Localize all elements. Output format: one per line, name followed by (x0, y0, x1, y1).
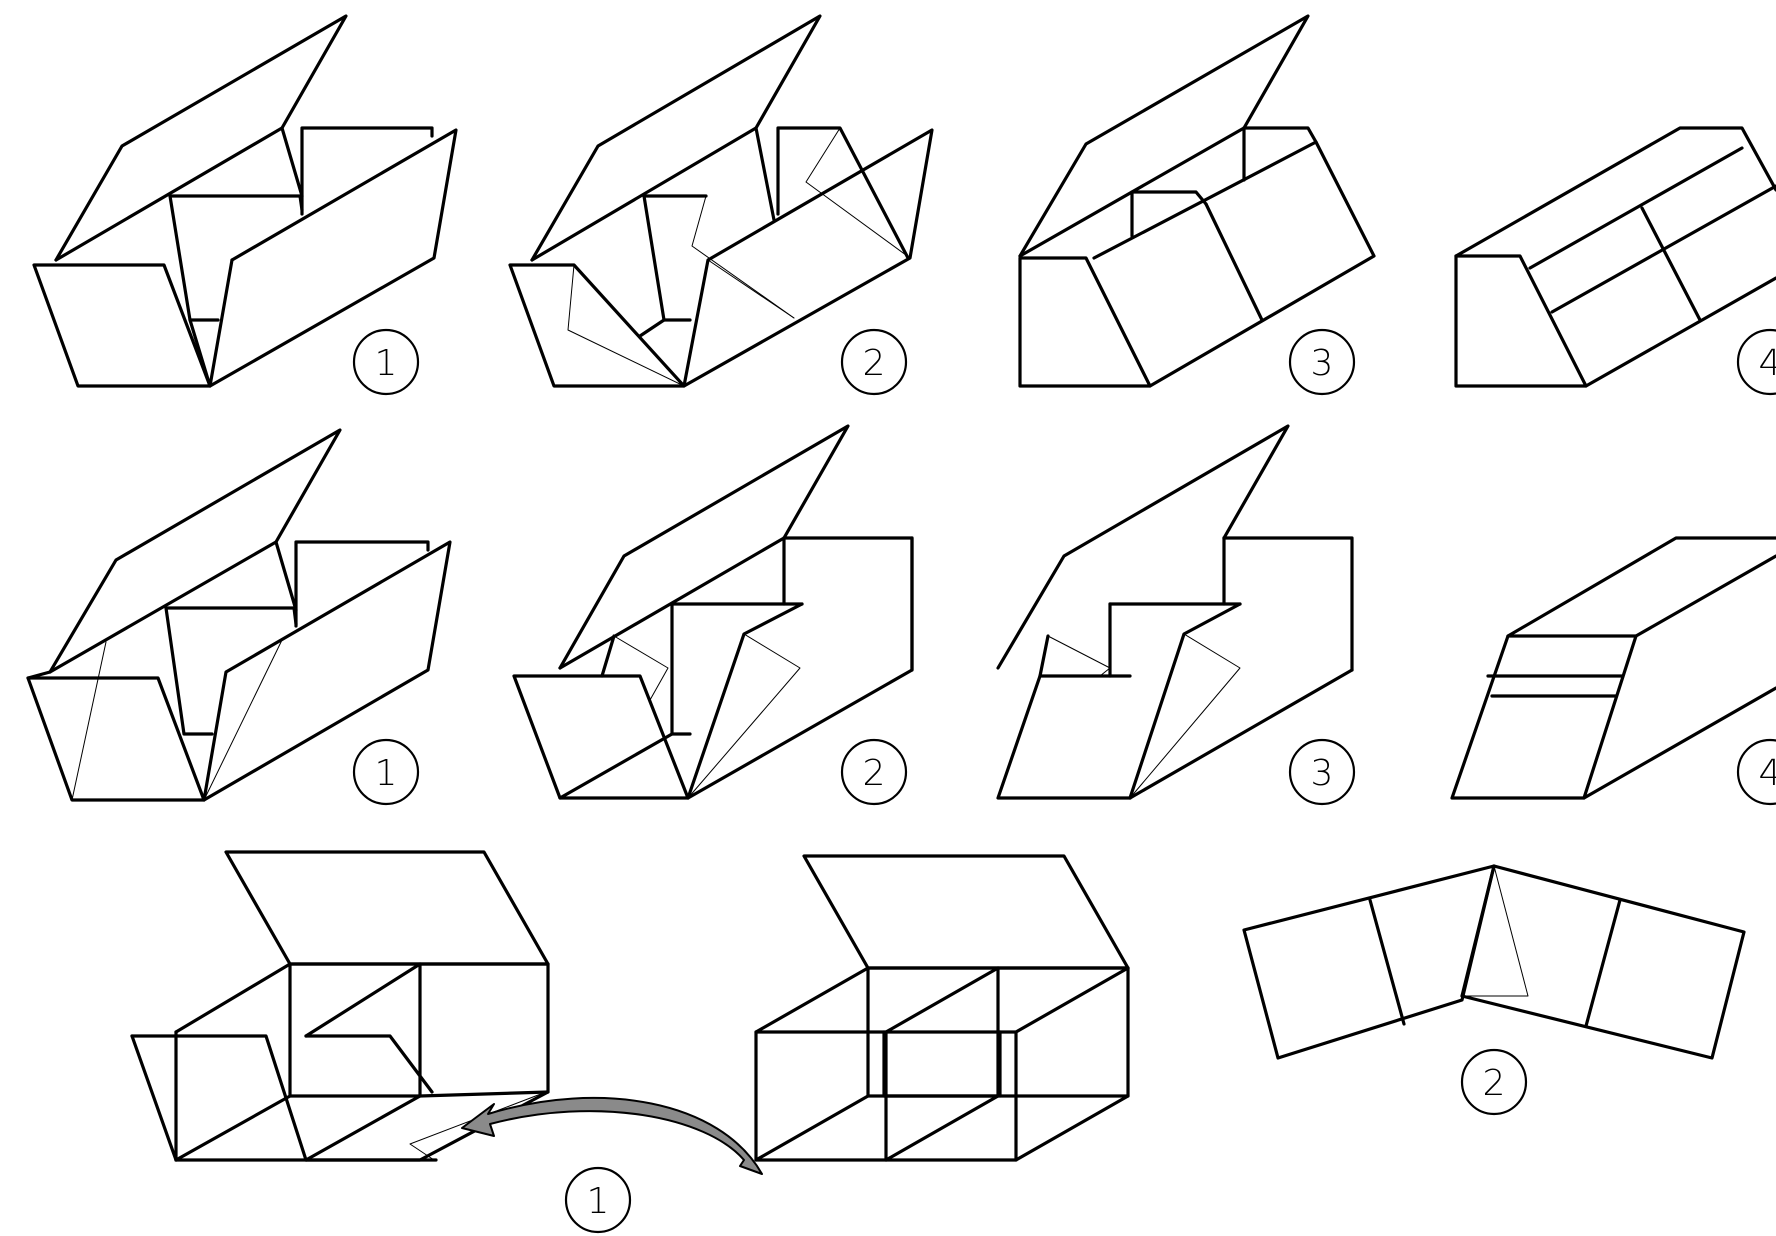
row3-step1-badge: 1 (566, 1168, 630, 1232)
row2-step4-badge: 4 (1738, 740, 1776, 804)
row3-box-after (756, 856, 1128, 1160)
row1-step1-badge: 1 (354, 330, 418, 394)
row1-step4-figure (1456, 128, 1776, 386)
step-number: 1 (587, 1181, 610, 1222)
row3-step2-figure (1244, 866, 1744, 1058)
row2-step2-figure (514, 426, 912, 798)
row-3: 1 2 (132, 852, 1744, 1232)
step-number: 3 (1311, 753, 1334, 794)
step-number: 1 (375, 343, 398, 384)
step-number: 2 (1483, 1063, 1506, 1104)
row1-step3-badge: 3 (1290, 330, 1354, 394)
row2-step3-figure (998, 426, 1352, 798)
row3-step2-badge: 2 (1462, 1050, 1526, 1114)
row3-transfer-arrow (462, 1098, 762, 1174)
step-number: 1 (375, 753, 398, 794)
row2-step1-badge: 1 (354, 740, 418, 804)
row1-step2-badge: 2 (842, 330, 906, 394)
step-number: 2 (863, 753, 886, 794)
row-1: 1 2 (34, 16, 1776, 394)
step-number: 3 (1311, 343, 1334, 384)
step-number: 4 (1759, 343, 1776, 384)
row2-step3-badge: 3 (1290, 740, 1354, 804)
step-number: 4 (1759, 753, 1776, 794)
row2-step2-badge: 2 (842, 740, 906, 804)
step-number: 2 (863, 343, 886, 384)
row1-step4-badge: 4 (1738, 330, 1776, 394)
row-2: 1 2 (28, 426, 1776, 804)
row2-step4-figure (1452, 538, 1776, 798)
